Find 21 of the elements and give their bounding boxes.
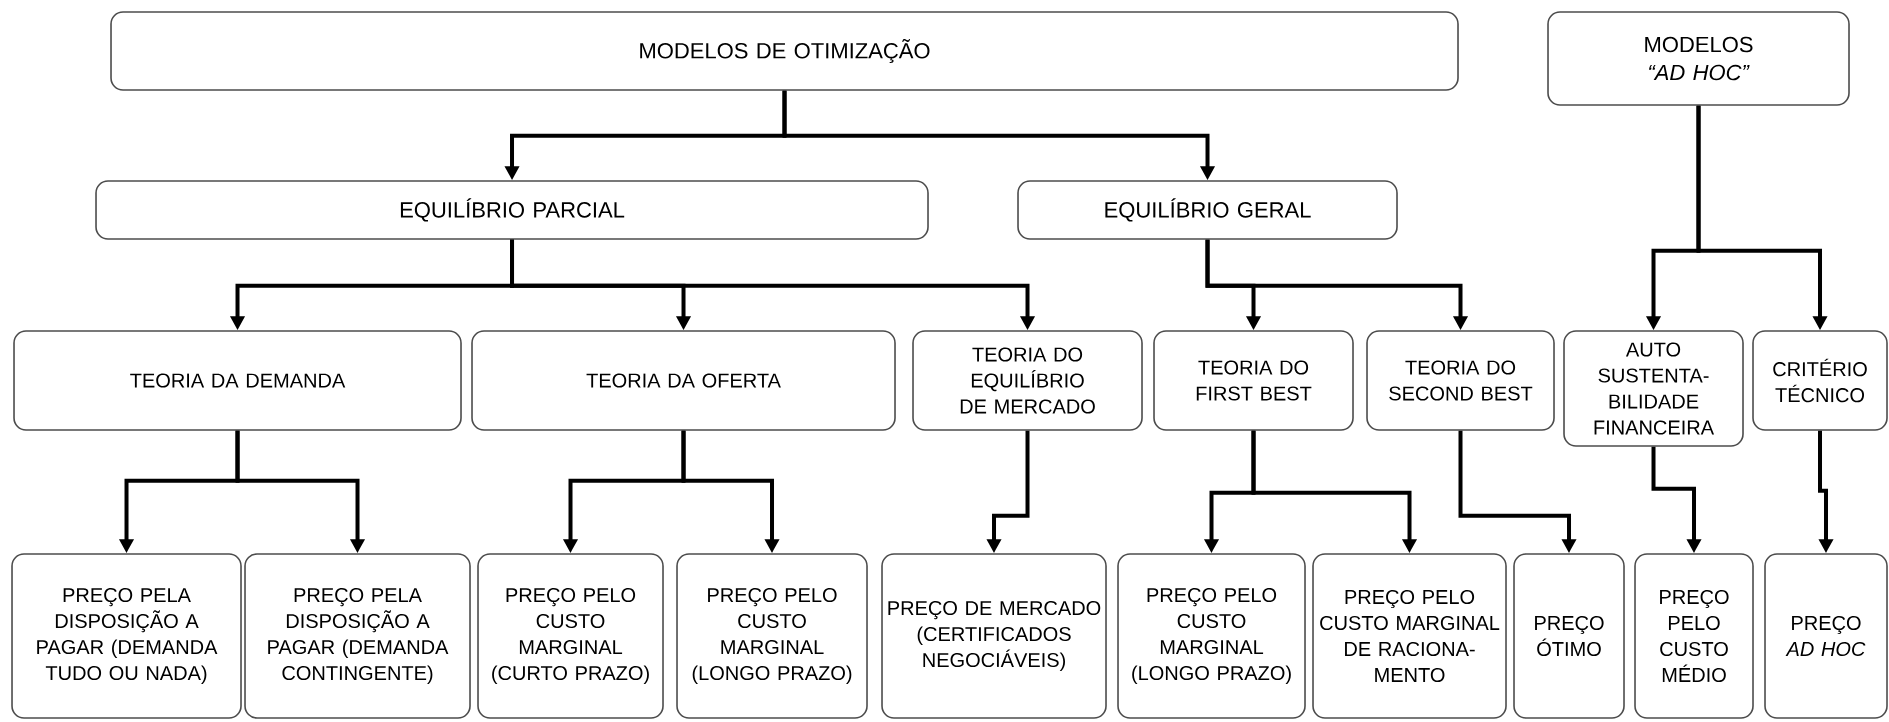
theory-box: AUTO SUSTENTA-BILIDADE FINANCEIRA (1563, 330, 1744, 447)
category-box: MODELOS “AD HOC” (1547, 11, 1850, 106)
price-box: PREÇO PELA DISPOSIÇÃO A PAGAR (DEMANDA TUDO OU NADA) (11, 553, 242, 719)
price-box: PREÇO PELO CUSTO MARGINAL DE RACIONA-MENTO (1312, 553, 1507, 719)
theory-box: TEORIA DA DEMANDA (13, 330, 462, 431)
price-box: PREÇO PELO CUSTO MARGINAL (LONGO PRAZO) (1117, 553, 1306, 719)
price-box: PREÇO AD HOC (1764, 553, 1888, 719)
price-box: PREÇO PELO CUSTO MÉDIO (1634, 553, 1754, 719)
category-box: MODELOS DE OTIMIZAÇÃO (110, 11, 1459, 91)
price-box: PREÇO DE MERCADO (CERTIFICADOS NEGOCIÁVEIS) (881, 553, 1107, 719)
category-box: EQUILÍBRIO PARCIAL (95, 180, 929, 240)
theory-box: CRITÉRIO TÉCNICO (1752, 330, 1888, 431)
theory-box: TEORIA DA OFERTA (471, 330, 896, 431)
price-box: PREÇO ÓTIMO (1513, 553, 1625, 719)
category-box: EQUILÍBRIO GERAL (1017, 180, 1398, 240)
price-box: PREÇO PELO CUSTO MARGINAL (LONGO PRAZO) (676, 553, 868, 719)
price-box: PREÇO PELO CUSTO MARGINAL (CURTO PRAZO) (477, 553, 664, 719)
theory-box: TEORIA DO FIRST BEST (1153, 330, 1354, 431)
theory-box: TEORIA DO EQUILÍBRIO DE MERCADO (912, 330, 1143, 431)
price-box: PREÇO PELA DISPOSIÇÃO A PAGAR (DEMANDA CONTINGENTE) (244, 553, 471, 719)
theory-box: TEORIA DO SECOND BEST (1366, 330, 1555, 431)
